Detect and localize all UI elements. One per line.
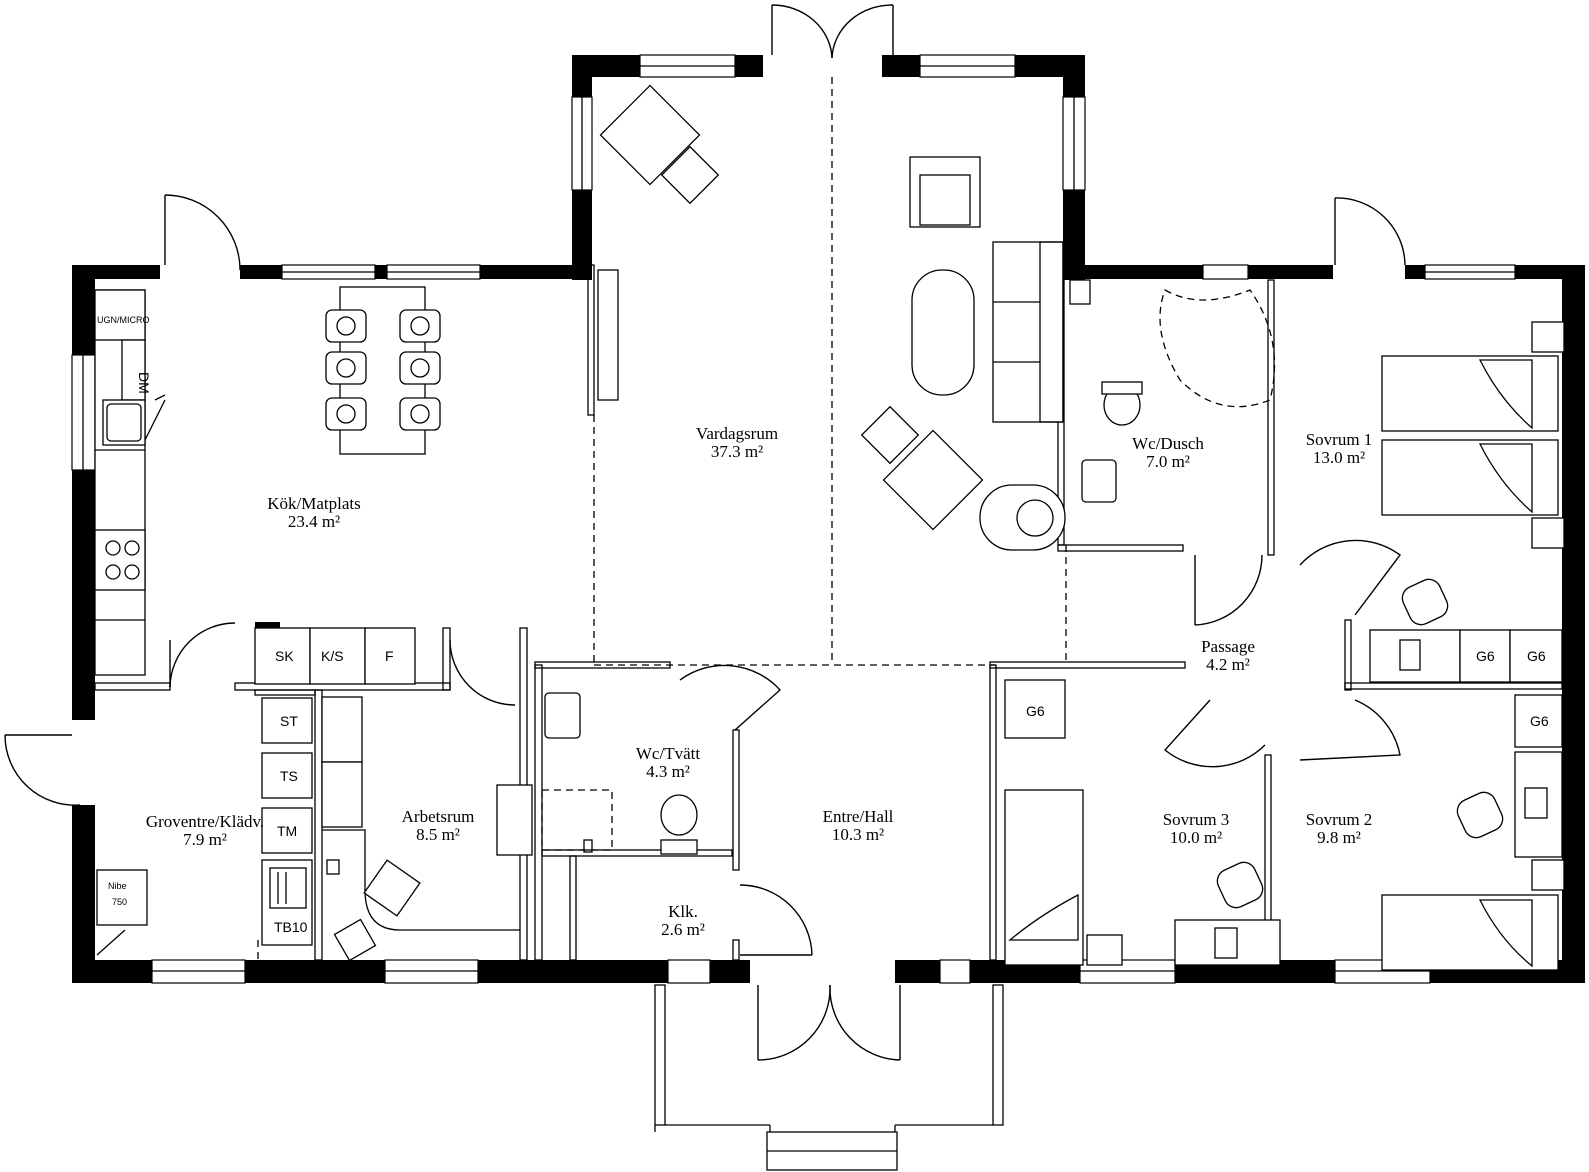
room-name-wc-tvatt: Wc/Tvätt: [636, 744, 700, 763]
room-area-sovrum3: 10.0 m²: [1170, 828, 1222, 847]
room-name-arbetsrum: Arbetsrum: [402, 807, 475, 826]
room-name-sovrum2: Sovrum 2: [1306, 810, 1373, 829]
wc-dusch-fixtures: [1069, 279, 1276, 503]
wc-tvatt-fixtures: [544, 692, 698, 855]
interior-walls: [94, 264, 1563, 961]
room-area-arbetsrum: 8.5 m²: [416, 825, 460, 844]
room-area-klk: 2.6 m²: [661, 920, 705, 939]
room-name-kok: Kök/Matplats: [267, 494, 361, 513]
room-area-sovrum2: 9.8 m²: [1317, 828, 1361, 847]
ts-label: TS: [280, 768, 298, 784]
ks-label: K/S: [321, 648, 344, 664]
room-name-passage: Passage: [1201, 637, 1255, 656]
g6-label-sovrum2: G6: [1530, 713, 1549, 729]
room-name-groventre: Groventre/Klädv.: [146, 812, 264, 831]
arbetsrum-furniture: [322, 784, 533, 962]
room-area-entre: 10.3 m²: [832, 825, 884, 844]
room-name-vardagsrum: Vardagsrum: [696, 424, 778, 443]
room-area-wc-tvatt: 4.3 m²: [646, 762, 690, 781]
room-name-sovrum1: Sovrum 1: [1306, 430, 1373, 449]
dashed-boundaries: [257, 77, 1067, 960]
living-room-furniture: [597, 84, 1066, 551]
groventre-fixtures: ST TS TM TB10 Nibe 750: [96, 696, 363, 956]
room-area-passage: 4.2 m²: [1206, 655, 1250, 674]
sk-label: SK: [275, 648, 294, 664]
room-area-groventre: 7.9 m²: [183, 830, 227, 849]
ugn-micro-label: UGN/MICRO: [97, 315, 150, 325]
porch: [654, 984, 1004, 1171]
nibe-model-label: 750: [112, 897, 127, 907]
f-label: F: [385, 648, 394, 664]
bedroom-furniture: G6 G6 G6 G6: [1004, 321, 1565, 971]
room-area-sovrum1: 13.0 m²: [1313, 448, 1365, 467]
room-area-kok: 23.4 m²: [288, 512, 340, 531]
room-area-vardagsrum: 37.3 m²: [711, 442, 763, 461]
room-name-entre: Entre/Hall: [823, 807, 894, 826]
g6-label-sovrum1-b: G6: [1527, 648, 1546, 664]
dm-label: DM: [136, 372, 152, 394]
room-area-wc-dusch: 7.0 m²: [1146, 452, 1190, 471]
g6-label-sovrum1-a: G6: [1476, 648, 1495, 664]
room-name-sovrum3: Sovrum 3: [1163, 810, 1230, 829]
room-name-wc-dusch: Wc/Dusch: [1132, 434, 1204, 453]
room-labels: Kök/Matplats 23.4 m² Vardagsrum 37.3 m² …: [146, 424, 1372, 939]
st-label: ST: [280, 713, 298, 729]
tm-label: TM: [277, 823, 297, 839]
g6-label-sovrum3: G6: [1026, 703, 1045, 719]
room-name-klk: Klk.: [668, 902, 698, 921]
kitchen-fixtures: UGN/MICRO DM SK K/S F: [94, 286, 441, 685]
doors: [4, 4, 1406, 1061]
tb10-label: TB10: [274, 919, 308, 935]
nibe-label: Nibe: [108, 881, 127, 891]
